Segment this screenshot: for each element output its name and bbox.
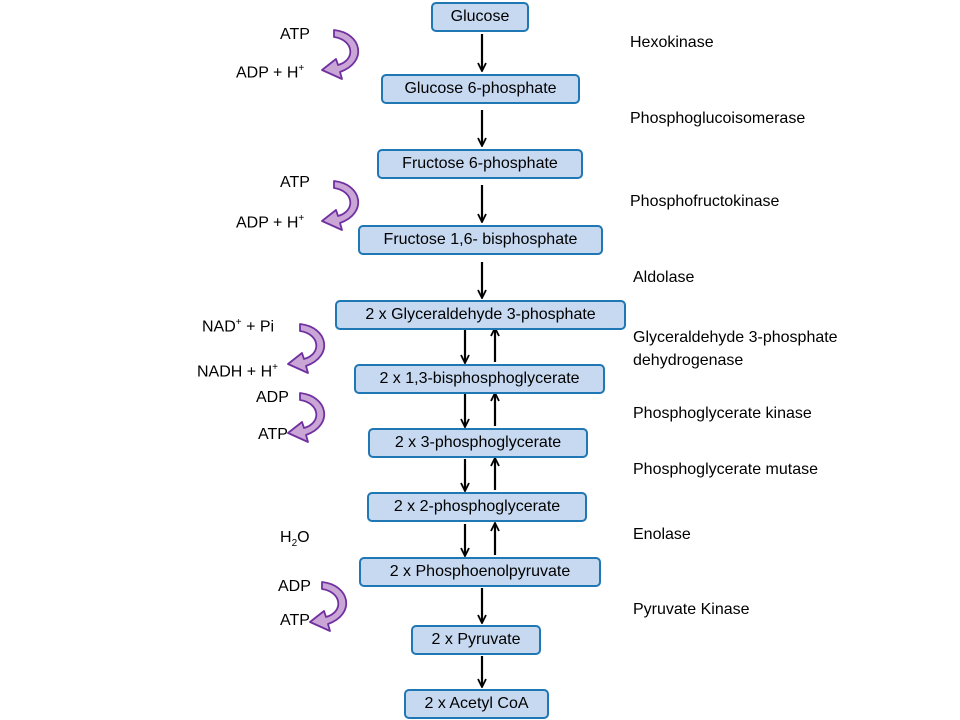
metabolite-box-fructose-1-6-bisphosphate: Fructose 1,6- bisphosphate [358,225,603,255]
enzyme-label-pyruvate-kinase: Pyruvate Kinase [633,601,750,618]
curved-arrow-icon-gapdh [287,323,325,374]
cofactor-text: NAD [202,318,236,336]
metabolite-box-2-phosphoglycerate: 2 x 2-phosphoglycerate [367,492,587,522]
metabolite-box-glyceraldehyde-3-phosphate: 2 x Glyceraldehyde 3-phosphate [335,300,626,330]
cofactor-superscript: + [298,63,305,74]
metabolite-box-fructose-6-phosphate: Fructose 6-phosphate [377,149,583,179]
cofactor-label-pk-out: ATP [280,612,310,629]
metabolite-box-phosphoenolpyruvate: 2 x Phosphoenolpyruvate [359,557,601,587]
cofactor-label-enolase-water: H2O [280,529,310,549]
cofactor-label-gapdh-out: NADH + H+ [197,362,278,381]
enzyme-label-phosphofructokinase: Phosphofructokinase [630,193,780,210]
metabolite-box-acetyl-coa: 2 x Acetyl CoA [404,689,549,719]
cofactor-text: O [297,529,310,546]
enzyme-label-aldolase: Aldolase [633,269,695,286]
cofactor-superscript: + [235,317,242,328]
enzyme-label-gapdh-line2: dehydrogenase [633,352,744,369]
metabolite-box-1-3-bisphosphoglycerate: 2 x 1,3-bisphosphoglycerate [354,364,605,394]
enzyme-label-phosphoglucoisomerase: Phosphoglucoisomerase [630,110,806,127]
cofactor-label-pk-in: ADP [278,578,311,595]
cofactor-label-pgk-in: ADP [256,389,289,406]
cofactor-text: H [280,529,292,546]
curved-arrow-icon-phosphofructokinase [321,180,359,231]
metabolite-box-pyruvate: 2 x Pyruvate [411,625,541,655]
enzyme-label-enolase: Enolase [633,526,691,543]
cofactor-text: ADP + H [236,64,299,82]
cofactor-label-pfk-in: ATP [280,174,310,191]
cofactor-superscript: + [272,362,278,373]
enzyme-label-phosphoglycerate-kinase: Phosphoglycerate kinase [633,405,812,422]
cofactor-text: ADP + H [236,214,299,232]
cofactor-label-pgk-out: ATP [258,426,288,443]
curved-arrow-icon-hexokinase [321,29,359,80]
cofactor-label-pfk-out: ADP + H+ [236,213,304,232]
curved-arrow-icon-phosphoglycerate-kinase [287,392,325,443]
enzyme-label-gapdh-line1: Glyceraldehyde 3-phosphate [633,329,838,346]
cofactor-label-gapdh-in: NAD+ + Pi [202,317,274,336]
cofactor-text: + Pi [241,318,275,336]
metabolite-box-3-phosphoglycerate: 2 x 3-phosphoglycerate [368,428,588,458]
enzyme-label-hexokinase: Hexokinase [630,34,714,51]
curved-arrow-icon-pyruvate-kinase [309,581,347,632]
enzyme-label-phosphoglycerate-mutase: Phosphoglycerate mutase [633,461,818,478]
cofactor-label-hexokinase-in: ATP [280,26,310,43]
metabolite-box-glucose: Glucose [431,2,529,32]
cofactor-text: NADH + H [197,363,273,381]
cofactor-subscript: 2 [291,538,298,550]
cofactor-label-hexokinase-out: ADP + H+ [236,63,304,82]
cofactor-superscript: + [298,213,305,224]
metabolite-box-glucose-6-phosphate: Glucose 6-phosphate [381,74,580,104]
